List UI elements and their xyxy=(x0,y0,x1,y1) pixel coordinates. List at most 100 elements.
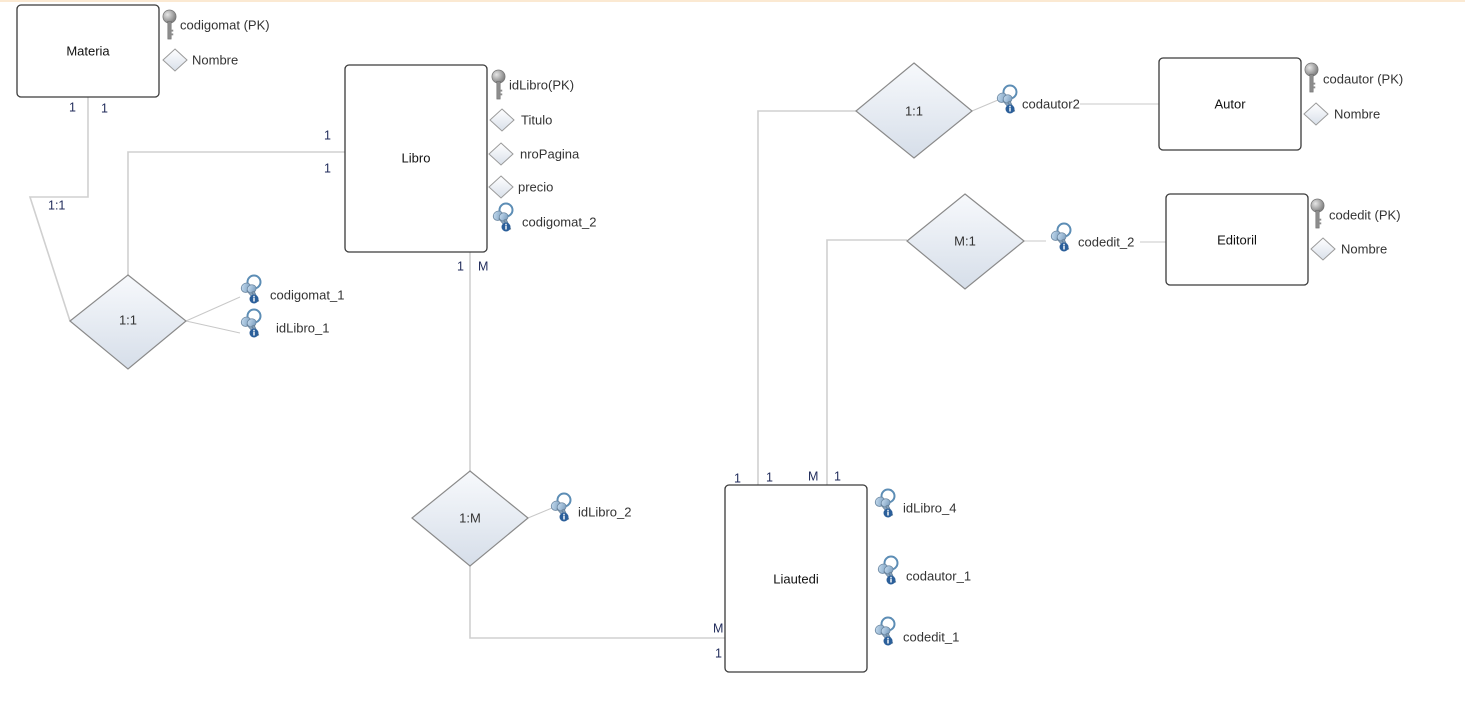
foreign-key-icon xyxy=(238,308,263,339)
attribute-label: codautor_1 xyxy=(906,568,971,583)
connector-liautedi-rel-editoril xyxy=(826,239,907,485)
foreign-key-icon xyxy=(872,488,897,519)
attribute-editoril-nombre[interactable]: Nombre xyxy=(1310,237,1387,261)
relationship-materia-libro[interactable]: 1:1 xyxy=(69,274,187,370)
connectors xyxy=(28,97,1166,639)
attribute-label: codedit (PK) xyxy=(1329,207,1401,222)
foreign-key-icon xyxy=(872,616,897,647)
connector-libro-rel11 xyxy=(127,151,345,275)
attribute-rel11-codigomat1[interactable]: codigomat_1 xyxy=(238,274,344,305)
foreign-key-icon xyxy=(548,492,573,523)
cardinality-liautedi-top-2: 1 xyxy=(766,470,773,484)
attribute-materia-codigomat[interactable]: codigomat (PK) xyxy=(162,9,270,40)
attribute-diamond-icon xyxy=(1303,102,1329,126)
entity-name: Materia xyxy=(66,43,110,58)
entity-libro[interactable]: Libro xyxy=(344,64,488,253)
relationship-label: 1:1 xyxy=(905,103,923,118)
relationship-label: 1:1 xyxy=(119,312,137,327)
attribute-label: codigomat_2 xyxy=(522,214,596,229)
attribute-diamond-icon xyxy=(488,175,514,199)
attribute-label: idLibro_1 xyxy=(276,320,330,335)
attribute-label: Titulo xyxy=(521,112,552,127)
connector-rel1m-liautedi xyxy=(469,566,725,639)
entity-name: Autor xyxy=(1214,96,1246,111)
cardinality-libro-left-top: 1 xyxy=(324,128,331,142)
attribute-label: idLibro(PK) xyxy=(509,77,574,92)
connector-rel-autor-codautor2 xyxy=(971,99,999,112)
attribute-label: precio xyxy=(518,179,553,194)
entity-name: Libro xyxy=(402,150,431,165)
attribute-liautedi-codautor1[interactable]: codautor_1 xyxy=(875,555,971,586)
attribute-libro-idlibro[interactable]: idLibro(PK) xyxy=(491,69,574,100)
entity-autor[interactable]: Autor xyxy=(1158,57,1302,151)
attribute-materia-nombre[interactable]: Nombre xyxy=(162,48,238,72)
cardinality-liautedi-left-bottom: 1 xyxy=(715,646,722,660)
attribute-rel-editoril-codedit2[interactable]: codedit_2 xyxy=(1048,222,1134,253)
relationship-label: 1:M xyxy=(459,510,481,525)
cardinality-libro-bottom-left: 1 xyxy=(457,259,464,273)
attribute-label: codigomat_1 xyxy=(270,287,344,302)
primary-key-icon xyxy=(1304,62,1319,93)
connector-rel11-idlibro1 xyxy=(185,320,241,334)
connector-rel1m-idlibro2 xyxy=(527,507,553,519)
foreign-key-icon xyxy=(238,274,263,305)
cardinality-materia-left: 1 xyxy=(69,100,76,114)
attribute-label: Nombre xyxy=(1334,106,1380,121)
relationship-label: M:1 xyxy=(954,233,976,248)
attribute-libro-titulo[interactable]: Titulo xyxy=(489,108,552,132)
attribute-libro-precio[interactable]: precio xyxy=(488,175,553,199)
entity-name: Editoril xyxy=(1217,232,1257,247)
attribute-liautedi-idlibro4[interactable]: idLibro_4 xyxy=(872,488,957,519)
attribute-rel-autor-codautor2[interactable]: codautor2 xyxy=(994,84,1080,115)
attribute-liautedi-codedit1[interactable]: codedit_1 xyxy=(872,616,959,647)
primary-key-icon xyxy=(162,9,177,40)
attribute-editoril-codedit[interactable]: codedit (PK) xyxy=(1310,198,1401,229)
attribute-label: codautor2 xyxy=(1022,96,1080,111)
primary-key-icon xyxy=(1310,198,1325,229)
cardinality-libro-bottom-right: M xyxy=(478,259,488,273)
attribute-rel11-idlibro1[interactable]: idLibro_1 xyxy=(238,308,330,339)
cardinality-liautedi-top-1: 1 xyxy=(734,471,741,485)
attribute-label: idLibro_4 xyxy=(903,500,957,515)
relationship-autor-liautedi[interactable]: 1:1 xyxy=(855,62,973,159)
attribute-label: codigomat (PK) xyxy=(180,17,270,32)
connector-rel11-codigomat1 xyxy=(185,296,241,322)
attribute-label: Nombre xyxy=(192,52,238,67)
connector-materia-rel11 xyxy=(28,97,89,322)
attribute-label: codedit_1 xyxy=(903,629,959,644)
attribute-diamond-icon xyxy=(1310,237,1336,261)
attribute-label: codedit_2 xyxy=(1078,234,1134,249)
attribute-label: codautor (PK) xyxy=(1323,71,1403,86)
connector-liautedi-rel-autor xyxy=(757,110,856,485)
attribute-label: idLibro_2 xyxy=(578,504,632,519)
attribute-label: nroPagina xyxy=(520,146,580,161)
attribute-libro-nropagina[interactable]: nroPagina xyxy=(488,142,580,166)
attribute-label: Nombre xyxy=(1341,241,1387,256)
foreign-key-icon xyxy=(490,202,515,233)
entity-name: Liautedi xyxy=(773,571,819,586)
cardinality-liautedi-top-4: 1 xyxy=(834,469,841,483)
cardinality-materia-line-label: 1:1 xyxy=(48,198,65,212)
cardinality-libro-left-bottom: 1 xyxy=(324,161,331,175)
foreign-key-icon xyxy=(994,84,1019,115)
cardinality-materia-right: 1 xyxy=(101,101,108,115)
relationship-libro-liautedi[interactable]: 1:M xyxy=(411,470,529,567)
foreign-key-icon xyxy=(875,555,900,586)
primary-key-icon xyxy=(491,69,506,100)
attribute-diamond-icon xyxy=(162,48,188,72)
relationship-editoril-liautedi[interactable]: M:1 xyxy=(906,193,1025,290)
attribute-diamond-icon xyxy=(488,142,514,166)
attribute-autor-codautor[interactable]: codautor (PK) xyxy=(1304,62,1403,93)
cardinality-labels: 1 1 1:1 1 1 1 M 1 1 M 1 M 1 xyxy=(48,100,841,660)
attribute-autor-nombre[interactable]: Nombre xyxy=(1303,102,1380,126)
cardinality-liautedi-left-top: M xyxy=(713,621,723,635)
top-border xyxy=(0,0,1465,2)
foreign-key-icon xyxy=(1048,222,1073,253)
attribute-libro-codigomat2[interactable]: codigomat_2 xyxy=(490,202,596,233)
entity-editoril[interactable]: Editoril xyxy=(1165,193,1309,286)
entity-materia[interactable]: Materia xyxy=(16,4,160,98)
attribute-diamond-icon xyxy=(489,108,515,132)
entity-liautedi[interactable]: Liautedi xyxy=(724,484,868,673)
attribute-rel1m-idlibro2[interactable]: idLibro_2 xyxy=(548,492,632,523)
